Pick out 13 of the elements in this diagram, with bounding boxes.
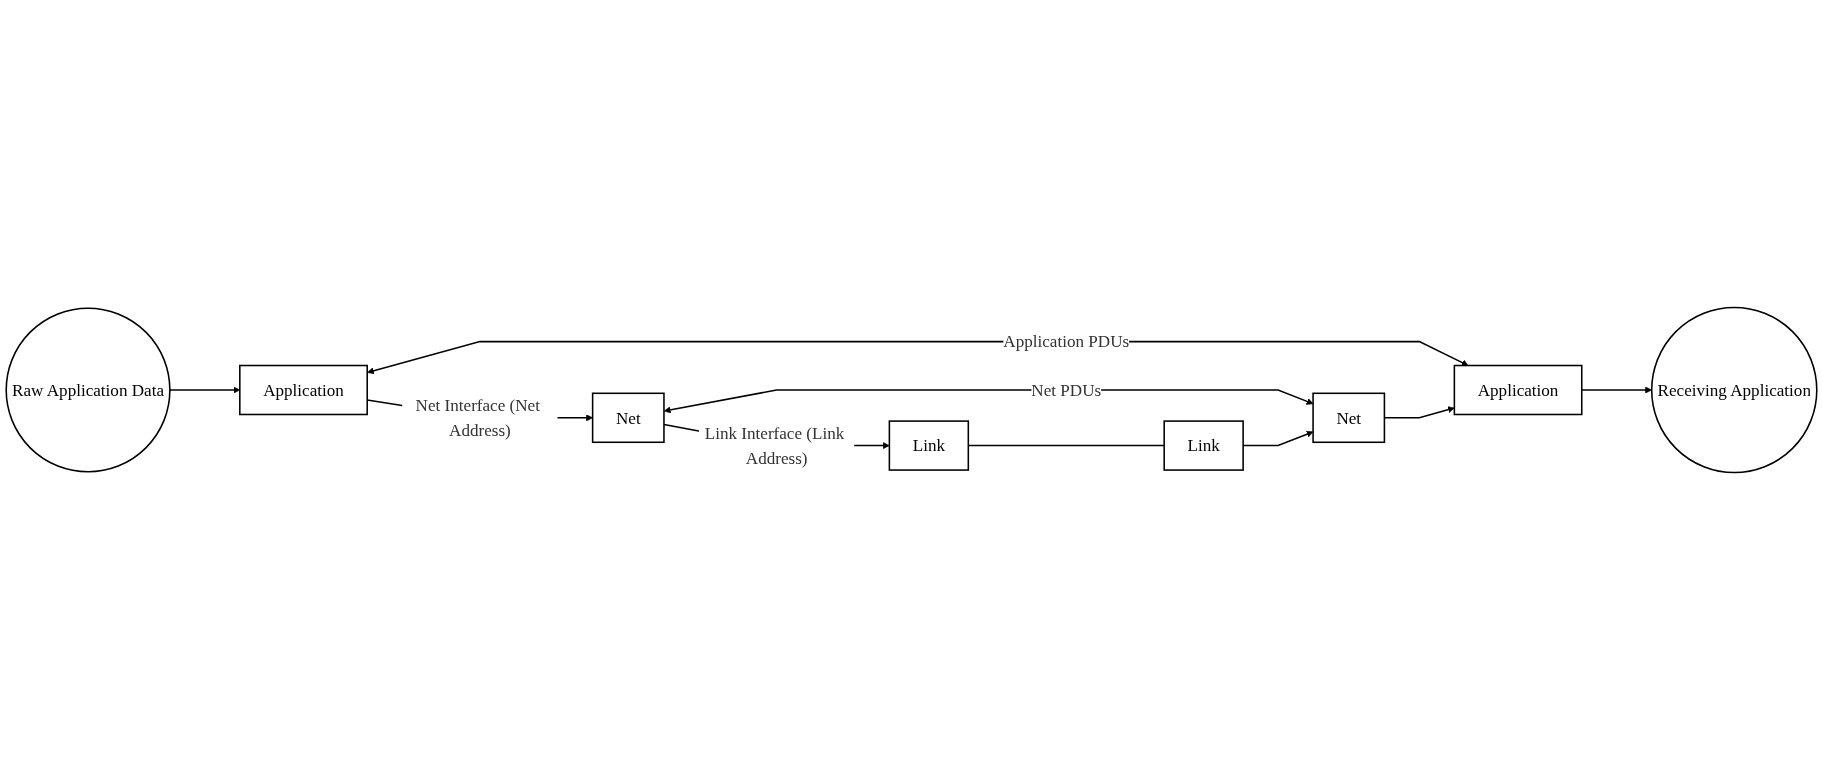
node-circle: Raw Application Data xyxy=(5,307,171,473)
edge-label: Link Interface (Link Address) xyxy=(704,423,845,469)
node-box: Application xyxy=(239,364,368,416)
edge-label: Net Interface (Net Address) xyxy=(415,395,540,441)
arrow xyxy=(663,389,1314,414)
edge-label: Application PDUs xyxy=(1003,331,1130,352)
node-box: Link xyxy=(888,420,970,471)
node-box: Net xyxy=(591,392,665,444)
edge-label: Net PDUs xyxy=(1031,380,1102,400)
node-box: Net xyxy=(1312,392,1386,444)
node-box: Link xyxy=(1163,420,1244,471)
node-box: Application xyxy=(1453,364,1583,416)
node-circle: Receiving Application xyxy=(1650,306,1818,474)
